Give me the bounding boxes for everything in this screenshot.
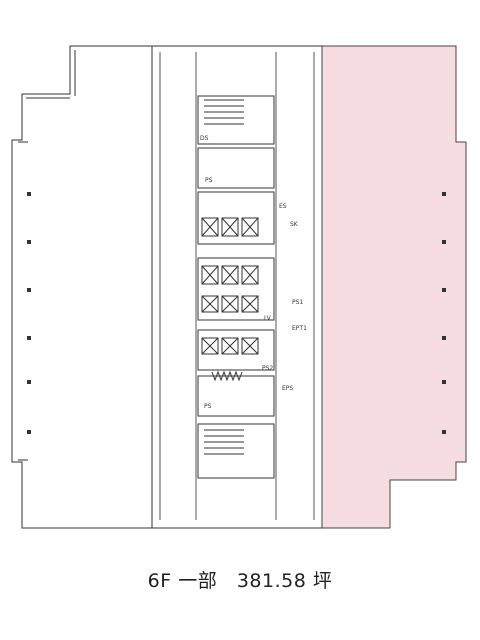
label-ps-top: PS <box>205 177 213 184</box>
left-wing-outline <box>11 45 153 529</box>
floor-caption: 6F 一部 381.58 坪 <box>0 566 480 606</box>
label-eps: EPS <box>282 385 293 392</box>
floor-plan: DS PS ES SK PS1 LV PS2 PS EPS EPT1 <box>11 45 467 529</box>
label-ps-bottom: PS <box>204 403 212 410</box>
label-sk: SK <box>290 221 299 228</box>
floor-label: 6F 一部 <box>147 570 218 592</box>
label-ept: EPT1 <box>292 325 307 332</box>
area-label: 381.58 坪 <box>236 570 333 592</box>
label-ds: DS <box>200 135 209 142</box>
label-es: ES <box>279 203 287 210</box>
label-ps1: PS1 <box>292 299 303 306</box>
label-ps2: PS2 <box>262 365 273 372</box>
label-lv: LV <box>264 315 272 322</box>
leased-area <box>321 45 467 529</box>
